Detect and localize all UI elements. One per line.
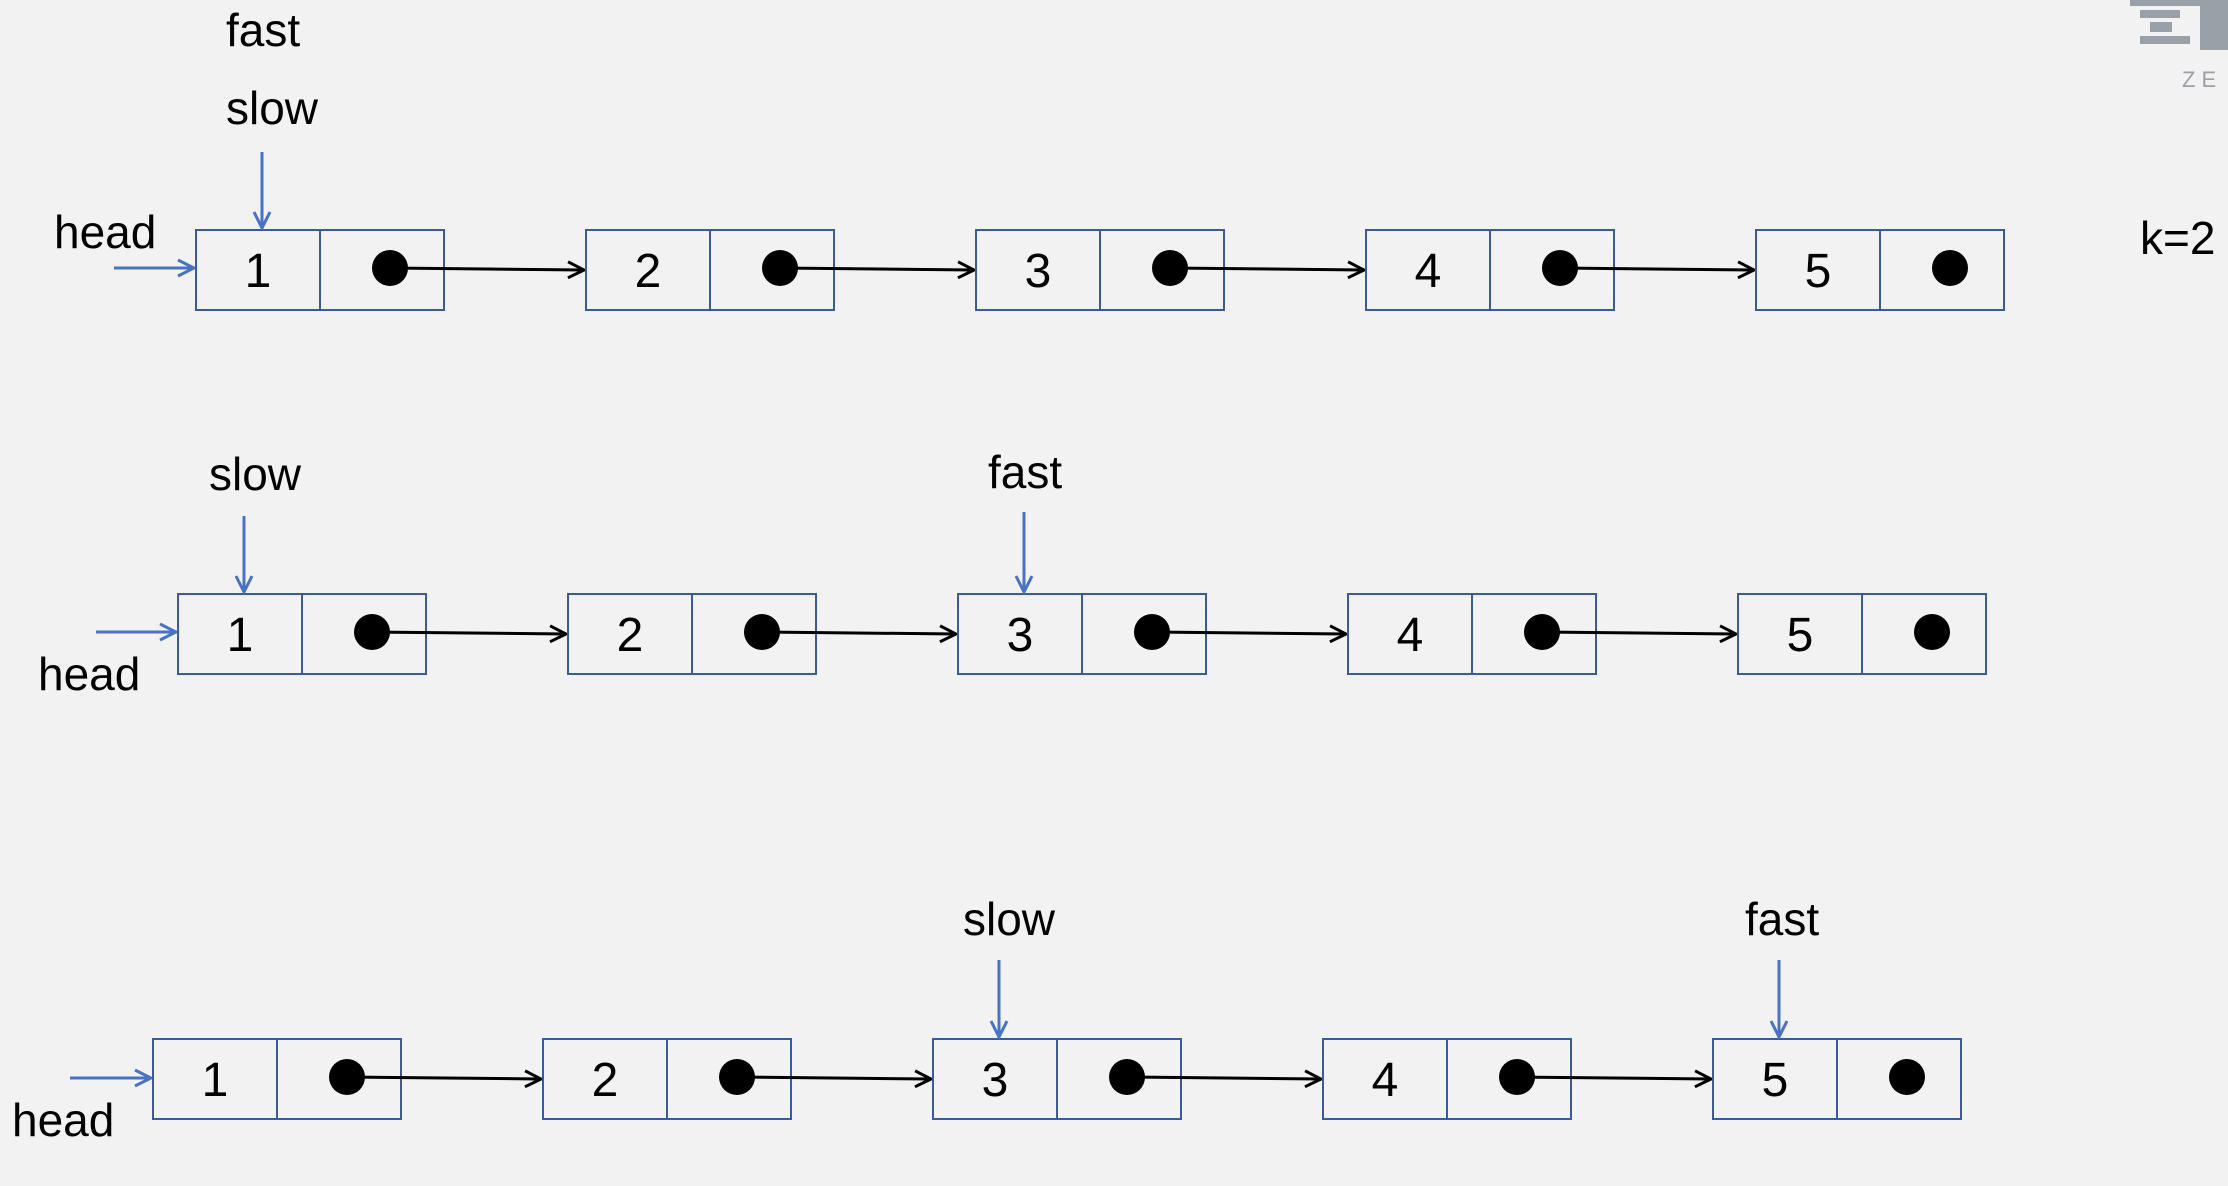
slow-pointer-label: slow xyxy=(226,82,319,134)
next-link-arrow xyxy=(1126,1077,1321,1079)
list-node: 5 xyxy=(1712,1038,1962,1120)
head-label: head xyxy=(54,206,156,258)
list-node: 2 xyxy=(567,593,956,675)
slow-pointer-label: slow xyxy=(209,448,302,500)
node-value: 5 xyxy=(1787,609,1814,662)
node-value: 4 xyxy=(1415,245,1442,298)
fast-pointer-label: fast xyxy=(226,4,300,56)
watermark-text: ZE xyxy=(2182,67,2222,92)
next-link-arrow xyxy=(779,268,974,270)
next-link-arrow xyxy=(1541,632,1736,634)
k-label: k=2 xyxy=(2140,212,2215,264)
next-pointer-dot xyxy=(1914,614,1950,650)
list-row-1: head 1 2 3 4 5 fast slow xyxy=(54,4,2005,311)
next-link-arrow xyxy=(761,632,956,634)
next-pointer-dot xyxy=(1932,250,1968,286)
next-link-arrow xyxy=(1516,1077,1711,1079)
watermark-logo: ZE xyxy=(2130,0,2228,92)
node-value: 1 xyxy=(227,609,254,662)
list-node: 4 xyxy=(1322,1038,1711,1120)
node-value: 1 xyxy=(245,245,272,298)
next-pointer-dot xyxy=(1889,1059,1925,1095)
head-label: head xyxy=(38,648,140,700)
slow-pointer-label: slow xyxy=(963,893,1056,945)
list-row-2: head 1 2 3 4 5 slow fast xyxy=(38,446,1987,700)
list-row-3: head 1 2 3 4 5 slow fast xyxy=(12,893,1962,1146)
list-node: 1 xyxy=(177,593,566,675)
linked-list-rows: head 1 2 3 4 5 fast slow head 1 2 3 4 5 slow fast head 1 2… xyxy=(12,4,2005,1146)
node-value: 2 xyxy=(592,1054,619,1107)
list-node: 2 xyxy=(542,1038,931,1120)
list-node: 3 xyxy=(932,1038,1321,1120)
list-node: 2 xyxy=(585,229,974,311)
node-value: 3 xyxy=(1025,245,1052,298)
next-link-arrow xyxy=(346,1077,541,1079)
next-link-arrow xyxy=(1169,268,1364,270)
next-link-arrow xyxy=(1151,632,1346,634)
node-value: 3 xyxy=(1007,609,1034,662)
node-value: 2 xyxy=(617,609,644,662)
node-value: 2 xyxy=(635,245,662,298)
fast-pointer-label: fast xyxy=(1745,893,1819,945)
list-node: 1 xyxy=(152,1038,541,1120)
list-node: 1 xyxy=(195,229,584,311)
list-node: 5 xyxy=(1737,593,1987,675)
node-pointer-cell xyxy=(1836,1038,1962,1120)
node-value: 5 xyxy=(1762,1054,1789,1107)
node-pointer-cell xyxy=(1879,229,2005,311)
list-node: 4 xyxy=(1365,229,1754,311)
list-node: 3 xyxy=(975,229,1364,311)
node-value: 1 xyxy=(202,1054,229,1107)
list-node: 4 xyxy=(1347,593,1736,675)
node-value: 5 xyxy=(1805,245,1832,298)
node-pointer-cell xyxy=(1861,593,1987,675)
next-link-arrow xyxy=(389,268,584,270)
next-link-arrow xyxy=(736,1077,931,1079)
node-value: 3 xyxy=(982,1054,1009,1107)
next-link-arrow xyxy=(1559,268,1754,270)
next-link-arrow xyxy=(371,632,566,634)
node-value: 4 xyxy=(1397,609,1424,662)
fast-pointer-label: fast xyxy=(988,446,1062,498)
head-label: head xyxy=(12,1094,114,1146)
node-value: 4 xyxy=(1372,1054,1399,1107)
list-node: 3 xyxy=(957,593,1346,675)
list-node: 5 xyxy=(1755,229,2005,311)
